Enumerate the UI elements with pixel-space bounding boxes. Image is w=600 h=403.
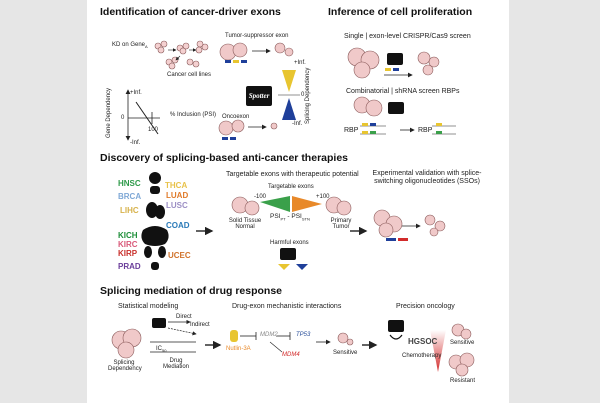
single-screen-label: Single | exon-level CRISPR/Cas9 screen <box>344 33 471 40</box>
section-title-drug-response: Splicing mediation of drug response <box>100 285 283 297</box>
plus-inf-label: +Inf. <box>130 90 142 96</box>
stat-modeling-label: Statistical modeling <box>118 303 179 310</box>
sensitive2-label: Sensitive <box>450 340 475 346</box>
precision-oncology-schematic <box>388 320 475 377</box>
hundred-label: 100 <box>148 127 159 133</box>
zero-label: 0 <box>121 115 125 121</box>
validation-label: Experimental validation with splice-swit… <box>372 170 482 185</box>
mdm2-label: MDM2 <box>260 332 278 338</box>
rbp-right-label: RBP <box>418 127 433 134</box>
spotter-logo: Spotter <box>246 86 272 106</box>
section-title-driver-exons: Identification of cancer-driver exons <box>100 6 281 18</box>
section-title-therapies: Discovery of splicing-based anti-cancer … <box>100 152 349 164</box>
scale-plus-label: +Inf. <box>294 60 306 66</box>
cancer-label-hnsc: HNSC <box>118 179 141 188</box>
cancer-label-thca: THCA <box>165 181 188 190</box>
splicing-dependency-label: Splicing Dependency <box>305 67 311 124</box>
cancer-label-prad: PRAD <box>118 262 141 271</box>
scale-zero-label: 0 <box>301 92 305 98</box>
kd-cell-cluster <box>154 40 209 70</box>
combinatorial-screen-label: Combinatorial | shRNA screen RBPs <box>346 88 460 95</box>
precision-oncology-label: Precision oncology <box>396 303 455 310</box>
shrna-screen-schematic <box>353 96 456 135</box>
cancer-label-lihc: LIHC <box>120 206 139 215</box>
tumor-suppressor-exon-schematic <box>219 42 294 63</box>
drug-exon-label: Drug-exon mechanistic interactions <box>232 303 342 310</box>
dependency-psi-plot <box>125 89 160 141</box>
mdm4-label: MDM4 <box>282 352 300 358</box>
minus-inf-label: -Inf. <box>130 140 141 146</box>
targetable-header: Targetable exons with therapeutic potent… <box>226 171 359 178</box>
body-organs-silhouette <box>141 172 169 270</box>
crispr-screen-schematic <box>347 47 440 79</box>
psi-diff-label: PSIPT - PSISTN <box>270 213 310 222</box>
psi-label: % Inclusion (PSI) <box>170 112 217 118</box>
targetable-exons-schematic <box>231 196 352 270</box>
kd-arrows <box>168 48 197 61</box>
sensitive-label: Sensitive <box>333 350 358 356</box>
rbp-left-label: RBP <box>344 127 359 134</box>
gene-dependency-label: Gene Dependency <box>106 87 112 138</box>
harmful-exons-label: Harmful exons <box>270 240 309 246</box>
targetable-exons-label: Targetable exons <box>268 184 314 190</box>
tumor-suppressor-label: Tumor-suppressor exon <box>225 33 289 39</box>
scale-minus-label: -Inf. <box>292 121 303 127</box>
oncoexon-schematic <box>218 119 278 140</box>
ic50-label: IC50 <box>156 346 167 354</box>
direct-label: Direct <box>176 314 192 320</box>
hgsoc-label: HGSOC <box>408 337 438 346</box>
solid-tissue-label: Solid Tissue Normal <box>228 218 262 230</box>
cancer-label-kich: KICH <box>118 231 138 240</box>
cancer-label-brca: BRCA <box>118 192 142 201</box>
splicing-dependency-scale <box>278 70 300 120</box>
splicing-dependency-s4-label: Splicing Dependency <box>108 360 142 372</box>
cell-lines-label: Cancer cell lines <box>167 72 212 78</box>
nutlin-label: Nutlin-3A <box>226 346 251 352</box>
cancer-label-luad: LUAD <box>166 191 189 200</box>
kd-label: KD on GeneA <box>112 42 148 50</box>
cancer-label-lusc: LUSC <box>166 201 188 210</box>
drug-exon-schematic <box>230 330 354 353</box>
sso-validation-schematic <box>373 209 446 241</box>
drug-mediation-label: Drug Mediation <box>162 358 189 370</box>
statistical-model-schematic <box>111 318 197 359</box>
cancer-label-coad: COAD <box>166 221 190 230</box>
primary-tumor-label: Primary Tumor <box>330 218 352 230</box>
plus100-label: +100 <box>316 194 330 200</box>
cancer-label-kirp: KIRP <box>118 249 138 258</box>
resistant-label: Resistant <box>450 378 476 384</box>
section-title-proliferation: Inference of cell proliferation <box>328 6 473 18</box>
cancer-label-kirc: KIRC <box>118 240 138 249</box>
indirect-label: Indirect <box>190 322 210 328</box>
oncoexon-label: Oncoexon <box>222 114 250 120</box>
minus100-label: -100 <box>254 194 267 200</box>
tp53-label: TP53 <box>296 332 311 338</box>
chemotherapy-label: Chemotherapy <box>402 353 442 359</box>
cancer-label-ucec: UCEC <box>168 251 191 260</box>
